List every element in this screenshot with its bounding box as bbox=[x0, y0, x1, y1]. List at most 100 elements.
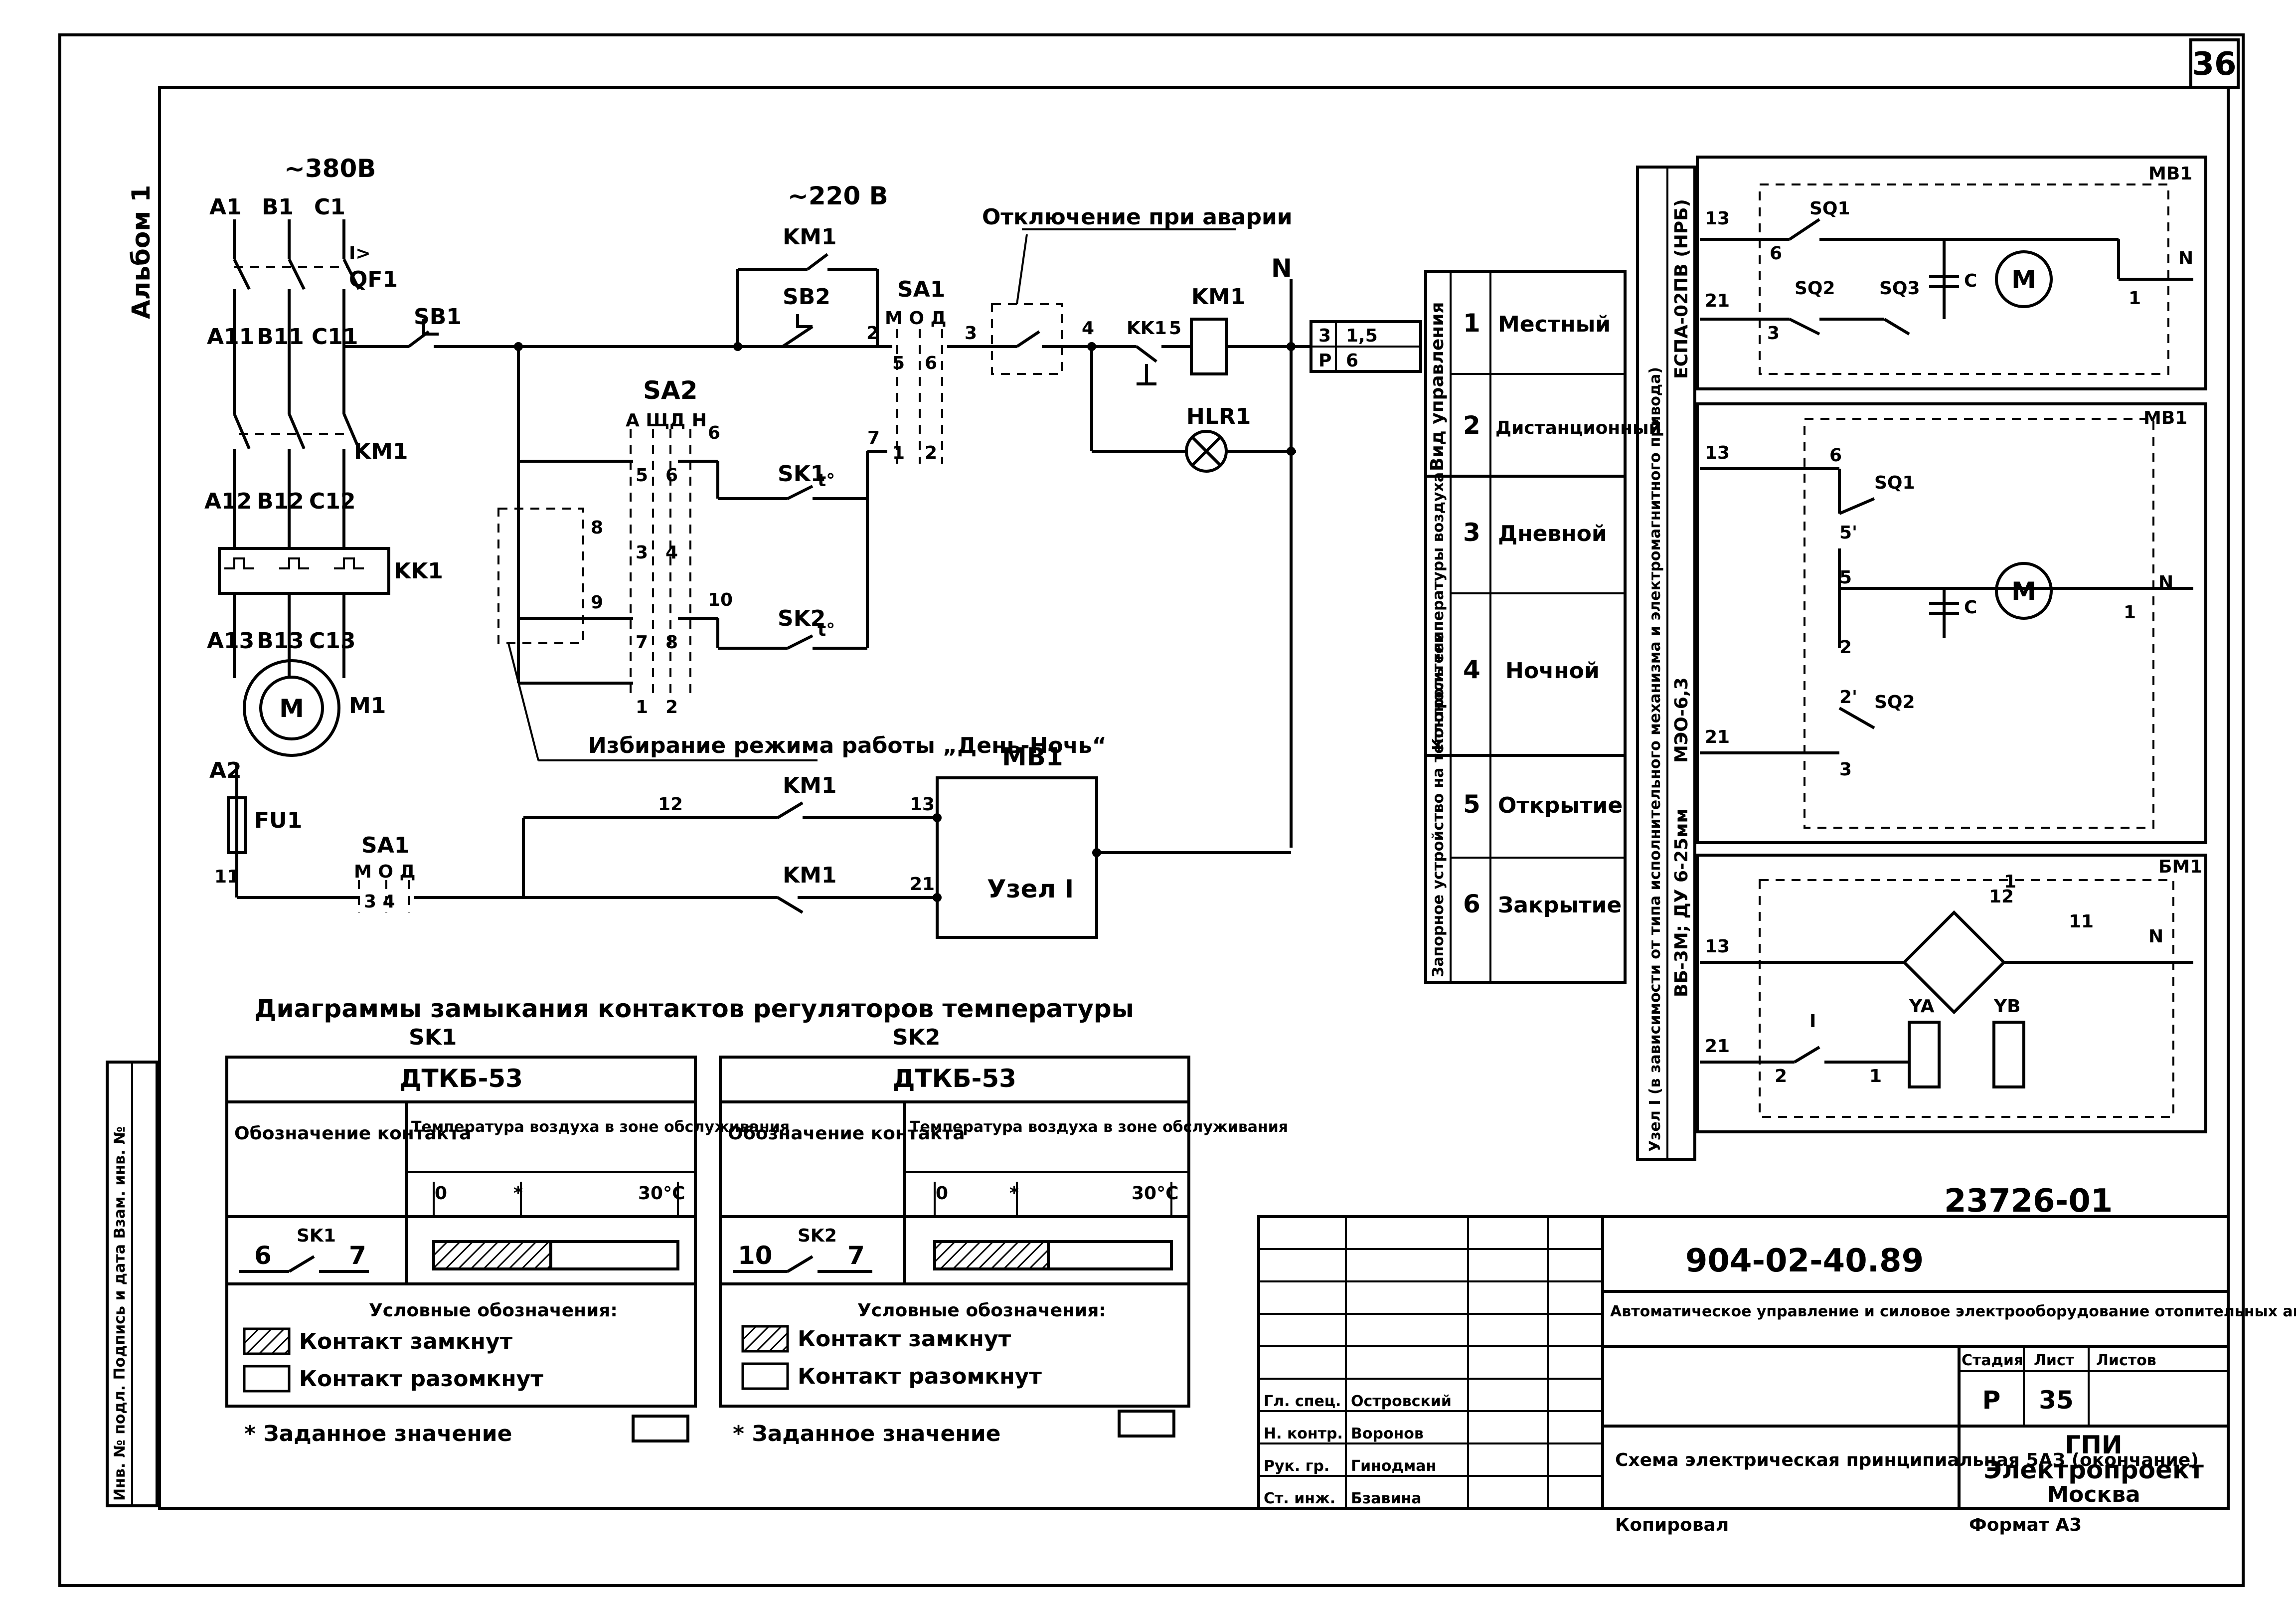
org-line-3: Москва bbox=[2047, 1482, 2140, 1507]
thermal-relay-block bbox=[218, 547, 390, 595]
diag-left-contact-a: 6 bbox=[254, 1241, 272, 1270]
outer-frame bbox=[58, 33, 2245, 1587]
phase-c12: C12 bbox=[309, 489, 356, 514]
diag-right-col1: Обозначение контакта bbox=[728, 1123, 965, 1144]
sa1-contact-6: 6 bbox=[925, 353, 937, 373]
box2-motor-label: M bbox=[2011, 577, 2036, 606]
box2-sq1: SQ1 bbox=[1874, 473, 1915, 493]
box3-c12: 12 bbox=[1989, 887, 2014, 907]
box2-c2p: 2' bbox=[1839, 687, 1857, 708]
box2-c2: 2 bbox=[1839, 637, 1852, 658]
name-3: Гинодман bbox=[1351, 1457, 1436, 1475]
mb1-block bbox=[936, 776, 1098, 939]
diag-left-legend-open: Контакт разомкнут bbox=[299, 1366, 543, 1392]
fuse-fu1 bbox=[227, 796, 247, 854]
motor-symbol: M bbox=[279, 694, 304, 723]
diag-left-scale-0: 0 bbox=[435, 1183, 447, 1204]
sk2-t-mark: t° bbox=[818, 620, 835, 640]
box1-sq2: SQ2 bbox=[1795, 278, 1835, 299]
phase-a12: A12 bbox=[204, 489, 252, 514]
sa2-contact-1: 1 bbox=[636, 697, 648, 718]
bottom-km1-a: KM1 bbox=[783, 773, 837, 798]
func-row-6-n: 6 bbox=[1463, 890, 1480, 918]
sa2-positions: А ЩД Н bbox=[626, 410, 707, 431]
box3-t21: 21 bbox=[1705, 1036, 1730, 1057]
box2-sq2: SQ2 bbox=[1874, 692, 1915, 713]
supply-3ph-label: ~380В bbox=[284, 154, 376, 183]
neutral-n: N bbox=[1271, 254, 1292, 283]
sa2-contact-2: 2 bbox=[665, 697, 678, 718]
sa1-contact-1: 1 bbox=[892, 443, 905, 463]
breaker-mark: I> bbox=[349, 243, 371, 264]
node-panel: Узел I (в зависимости от типа исполнител… bbox=[1636, 156, 2207, 1161]
lamp-hlr1-label: HLR1 bbox=[1186, 404, 1251, 429]
power-circuit: ~380В A1 B1 C1 I> QF1 A11 B11 C11 KM1 A1… bbox=[204, 154, 443, 899]
sheet-number: 35 bbox=[2039, 1386, 2074, 1415]
box3-switch: I bbox=[1809, 1011, 1816, 1032]
box2-c5p: 5' bbox=[1839, 523, 1857, 543]
contact-diagrams: Диаграммы замыкания контактов регуляторо… bbox=[225, 994, 1288, 1446]
wire-8: 8 bbox=[591, 518, 603, 538]
diag-left-col1: Обозначение контакта bbox=[234, 1123, 472, 1144]
km1-coil-label: KM1 bbox=[1191, 284, 1246, 310]
node-box-1 bbox=[1696, 156, 2207, 390]
func-row-1-label: Местный bbox=[1498, 312, 1611, 337]
button-sb2: SB2 bbox=[783, 284, 830, 310]
box1-cap: C bbox=[1964, 271, 1977, 291]
diagram-table-right: ДТКБ-53 Обозначение контакта Температура… bbox=[719, 1056, 1288, 1446]
sheet-corner-number: 36 bbox=[2192, 46, 2236, 83]
wire-12: 12 bbox=[658, 794, 683, 815]
wire-5: 5 bbox=[1169, 318, 1181, 339]
box2-motor bbox=[1995, 562, 2053, 620]
bottom-sa1-contacts: 3 4 bbox=[364, 892, 395, 912]
diag-left-setpoint: * Заданное значение bbox=[244, 1421, 512, 1446]
box1-title: МВ1 bbox=[2148, 164, 2192, 184]
mb1-label: МВ1 bbox=[1002, 742, 1063, 771]
node-label: Узел I bbox=[987, 875, 1074, 903]
func-row-3-n: 3 bbox=[1463, 518, 1480, 547]
phase-a1: A1 bbox=[209, 194, 242, 220]
box2-c1: 1 bbox=[2124, 602, 2136, 623]
sb1-contact bbox=[408, 319, 439, 348]
bottom-km1-b: KM1 bbox=[783, 863, 837, 888]
sa1-contact-5: 5 bbox=[892, 353, 905, 373]
relay-kk1: KK1 bbox=[394, 558, 443, 584]
diag-left-legend-title: Условные обозначения: bbox=[369, 1300, 618, 1321]
role-4: Ст. инж. bbox=[1264, 1490, 1335, 1507]
func-row-4-n: 4 bbox=[1463, 655, 1480, 684]
sb2-contact bbox=[782, 314, 814, 348]
func-row-5-n: 5 bbox=[1463, 790, 1480, 819]
diag-right-bar-closed bbox=[933, 1240, 1050, 1270]
thermostat-sk1: SK1 bbox=[778, 461, 825, 487]
relay-kk1-contact: KK1 bbox=[1127, 318, 1167, 339]
drawing-title: Схема электрическая принципиальная 5АЗ (… bbox=[1615, 1450, 2199, 1470]
group-control-mode: Вид управления bbox=[1427, 302, 1448, 471]
wire-6: 6 bbox=[708, 423, 720, 443]
box1-c6: 6 bbox=[1770, 243, 1782, 264]
box3-c2: 2 bbox=[1775, 1066, 1787, 1086]
box1-sq1: SQ1 bbox=[1809, 198, 1850, 219]
diag-right-scale-0: 0 bbox=[936, 1183, 948, 1204]
wire-3: 3 bbox=[965, 323, 977, 344]
breaker-label: QF1 bbox=[349, 267, 398, 292]
sheets-header: Листов bbox=[2096, 1352, 2156, 1369]
term-21: 21 bbox=[910, 874, 935, 895]
name-1: Островский bbox=[1351, 1393, 1452, 1410]
sa2-dashed-frame bbox=[497, 508, 584, 644]
phase-b13: B13 bbox=[257, 628, 304, 654]
box2-c6: 6 bbox=[1829, 445, 1842, 466]
diag-left-ref: SK1 bbox=[409, 1025, 457, 1050]
func-row-1-n: 1 bbox=[1463, 309, 1480, 338]
control-circuit: ~220 В SB1 KM1 SB2 2 SA1 М О Д 5 6 1 2 3… bbox=[344, 181, 1311, 848]
wire-7: 7 bbox=[867, 428, 880, 448]
func-row-3-label: Дневной bbox=[1498, 521, 1607, 546]
sa1-positions: М О Д bbox=[885, 308, 947, 329]
side-stamp-text: Инв. № подл. Подпись и дата Взам. инв. № bbox=[111, 1126, 129, 1501]
func-row-2-label: Дистанционный bbox=[1495, 418, 1661, 438]
diag-left-col2: Температура воздуха в зоне обслуживания bbox=[411, 1118, 790, 1136]
box1-sq3: SQ3 bbox=[1879, 278, 1920, 299]
diag-right-legend-open-swatch bbox=[741, 1362, 789, 1390]
project-number: 904-02-40.89 bbox=[1685, 1243, 1924, 1279]
function-table: Вид управления Контроль температуры возд… bbox=[1424, 270, 1661, 984]
diag-right-setpoint: * Заданное значение bbox=[733, 1421, 1000, 1446]
